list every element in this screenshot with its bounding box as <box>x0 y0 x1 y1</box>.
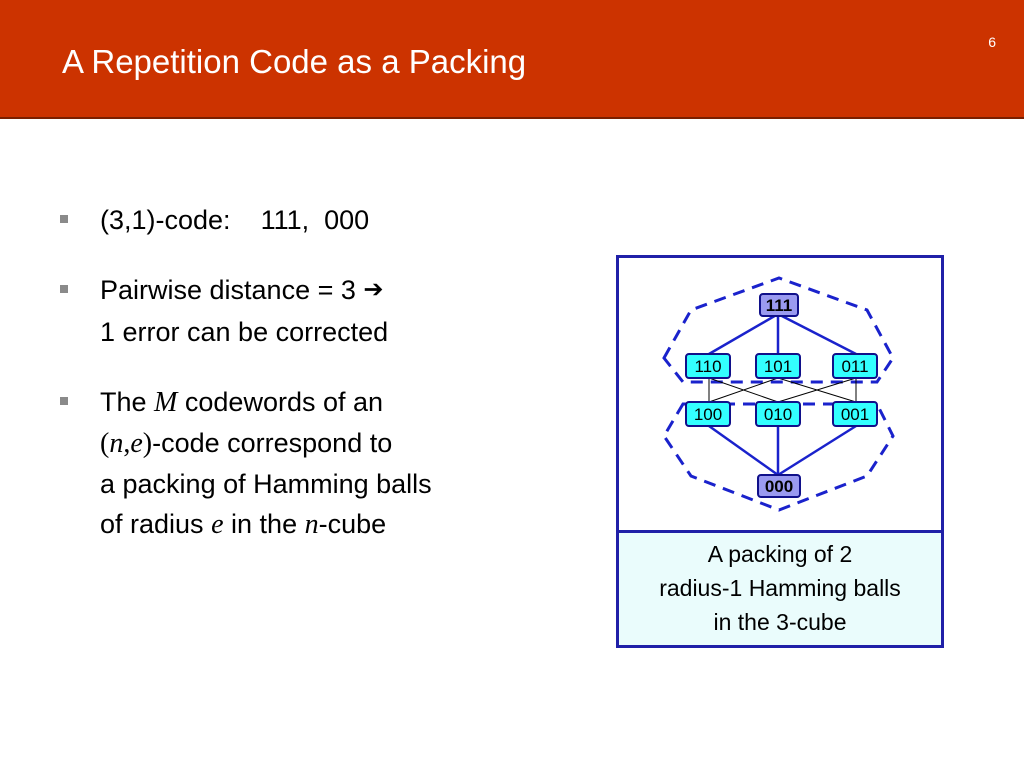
cube-edges-blue <box>708 312 857 477</box>
hamming-ball-bottom <box>662 402 895 512</box>
slide-header: A Repetition Code as a Packing 6 <box>0 0 1024 119</box>
bullet-square-icon <box>60 215 68 223</box>
bullet-square-icon <box>60 285 68 293</box>
node-box-110 <box>685 353 731 379</box>
the-text: The <box>100 387 147 417</box>
node-box-000 <box>757 474 801 498</box>
caption-line-1: A packing of 2 <box>707 541 853 567</box>
code-text: (3,1)-code: 111, 000 <box>100 205 370 235</box>
bullet-distance: Pairwise distance = 3 ➔ 1 error can be c… <box>60 270 560 352</box>
paren-close: ) <box>142 428 153 459</box>
right-arrow-icon: ➔ <box>363 276 384 303</box>
node-100: 100 <box>694 405 722 424</box>
distance-text: Pairwise distance = 3 <box>100 275 356 305</box>
of-radius-text: of radius <box>100 509 204 539</box>
in-the-text: in the <box>231 509 298 539</box>
node-101: 101 <box>764 357 792 376</box>
correction-text: 1 error can be corrected <box>100 317 389 347</box>
math-var-n-cube: n <box>304 509 319 540</box>
math-var-e-radius: e <box>211 509 224 540</box>
bullet-list: (3,1)-code: 111, 000 Pairwise distance =… <box>60 200 560 575</box>
hamming-figure: 111 110 101 011 100 010 001 000 A packin… <box>616 255 944 648</box>
hypercube-diagram: 111 110 101 011 100 010 001 000 <box>662 276 895 512</box>
math-var-n: n <box>109 428 124 459</box>
node-box-100 <box>685 401 731 427</box>
node-box-001 <box>832 401 878 427</box>
bullet-code: (3,1)-code: 111, 000 <box>60 200 560 240</box>
node-110: 110 <box>694 357 721 376</box>
packing-text: a packing of Hamming balls <box>100 469 432 499</box>
hamming-ball-top <box>662 276 895 384</box>
caption-line-2: radius-1 Hamming balls <box>659 575 901 601</box>
node-001: 001 <box>841 405 869 424</box>
math-var-e: e <box>130 428 143 459</box>
caption-line-3: in the 3-cube <box>713 609 847 635</box>
math-comma: , <box>123 428 131 459</box>
bullet-square-icon <box>60 397 68 405</box>
node-000: 000 <box>765 477 793 496</box>
node-111: 111 <box>766 296 793 315</box>
code-correspond-text: -code correspond to <box>152 428 393 458</box>
math-var-M: M <box>154 387 178 418</box>
node-box-111 <box>759 293 799 317</box>
bullet-packing: The M codewords of an (n,e)-code corresp… <box>60 382 560 545</box>
node-box-011 <box>832 353 878 379</box>
cube-text: -cube <box>318 509 387 539</box>
node-box-010 <box>755 401 801 427</box>
node-010: 010 <box>764 405 792 424</box>
figure-caption: A packing of 2 radius-1 Hamming balls in… <box>619 530 941 645</box>
paren-open: ( <box>100 428 110 459</box>
cube-edges-black <box>708 377 857 403</box>
codewords-text: codewords of an <box>184 387 384 417</box>
slide-number: 6 <box>988 34 996 50</box>
node-box-101 <box>755 353 801 379</box>
slide-title: A Repetition Code as a Packing <box>62 43 527 80</box>
node-011: 011 <box>841 357 868 376</box>
